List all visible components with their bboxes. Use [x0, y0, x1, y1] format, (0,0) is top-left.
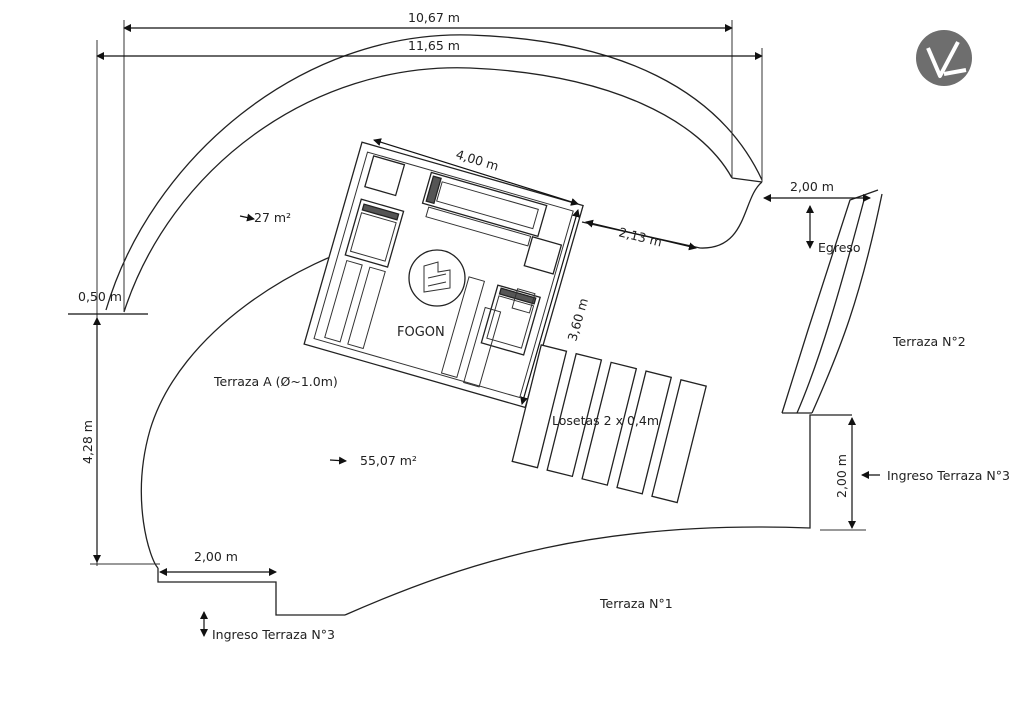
- egreso-ramp: [781, 189, 883, 414]
- dim-bottom-entry: 2,00 m: [194, 549, 238, 564]
- dim-fogon-offset: 2,13 m: [617, 224, 663, 249]
- outer-curved-wall: [105, 34, 763, 313]
- dim-right-entry-width: 2,00 m: [790, 179, 834, 194]
- fogon-label: FOGON: [397, 325, 445, 340]
- dimension-lines: [68, 20, 880, 637]
- dim-left-height: 4,28 m: [80, 420, 95, 464]
- fire-pit-symbol-icon: [408, 249, 466, 307]
- dim-fogon-width: 4,00 m: [454, 147, 500, 174]
- dim-width-outer: 11,65 m: [408, 38, 460, 53]
- terraza-2-label: Terraza N°2: [892, 334, 966, 349]
- egreso-label: Egreso: [818, 240, 861, 255]
- area-large-label: 55,07 m²: [360, 453, 417, 468]
- dim-wall-thickness: 0,50 m: [78, 289, 122, 304]
- brand-logo-icon: [916, 30, 972, 86]
- dim-width-inner: 10,67 m: [408, 10, 460, 25]
- ingreso-bottom-label: Ingreso Terraza N°3: [212, 627, 335, 642]
- losetas-label: Losetas 2 x 0,4m: [552, 413, 659, 428]
- ingreso-right-label: Ingreso Terraza N°3: [887, 468, 1010, 483]
- dim-fogon-depth: 3,60 m: [564, 296, 591, 342]
- area-small-label: 27 m²: [254, 210, 291, 225]
- dim-right-entry-height: 2,00 m: [834, 454, 849, 498]
- terraza-a-label: Terraza A (Ø~1.0m): [213, 374, 338, 389]
- terraza-a-boundary: [140, 239, 852, 616]
- terraza-1-label: Terraza N°1: [599, 596, 673, 611]
